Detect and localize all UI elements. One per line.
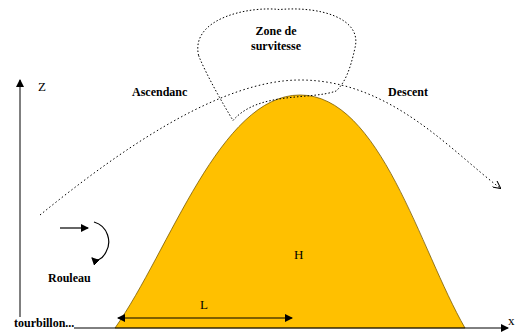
zone-label: Zone de survitesse [236,24,316,54]
vortex-roll [92,222,109,260]
slope-label: Ascendanc [132,86,187,99]
axis-label: Z [38,80,46,94]
overspeed-zone: Zone de survitesse [190,6,362,124]
hill-shape [115,95,465,328]
vortex-label: tourbillon... [14,317,74,330]
length-dimension [118,318,292,319]
cloud-outline [190,6,362,124]
z-axis [20,80,21,328]
length-label: L [200,298,208,312]
axis-label: x [508,314,515,328]
slope-label: Descent [388,86,428,99]
vortex-label: Rouleau [48,272,91,285]
wind-arrow [60,227,88,228]
height-label: H [294,248,303,262]
x-axis [20,328,508,329]
